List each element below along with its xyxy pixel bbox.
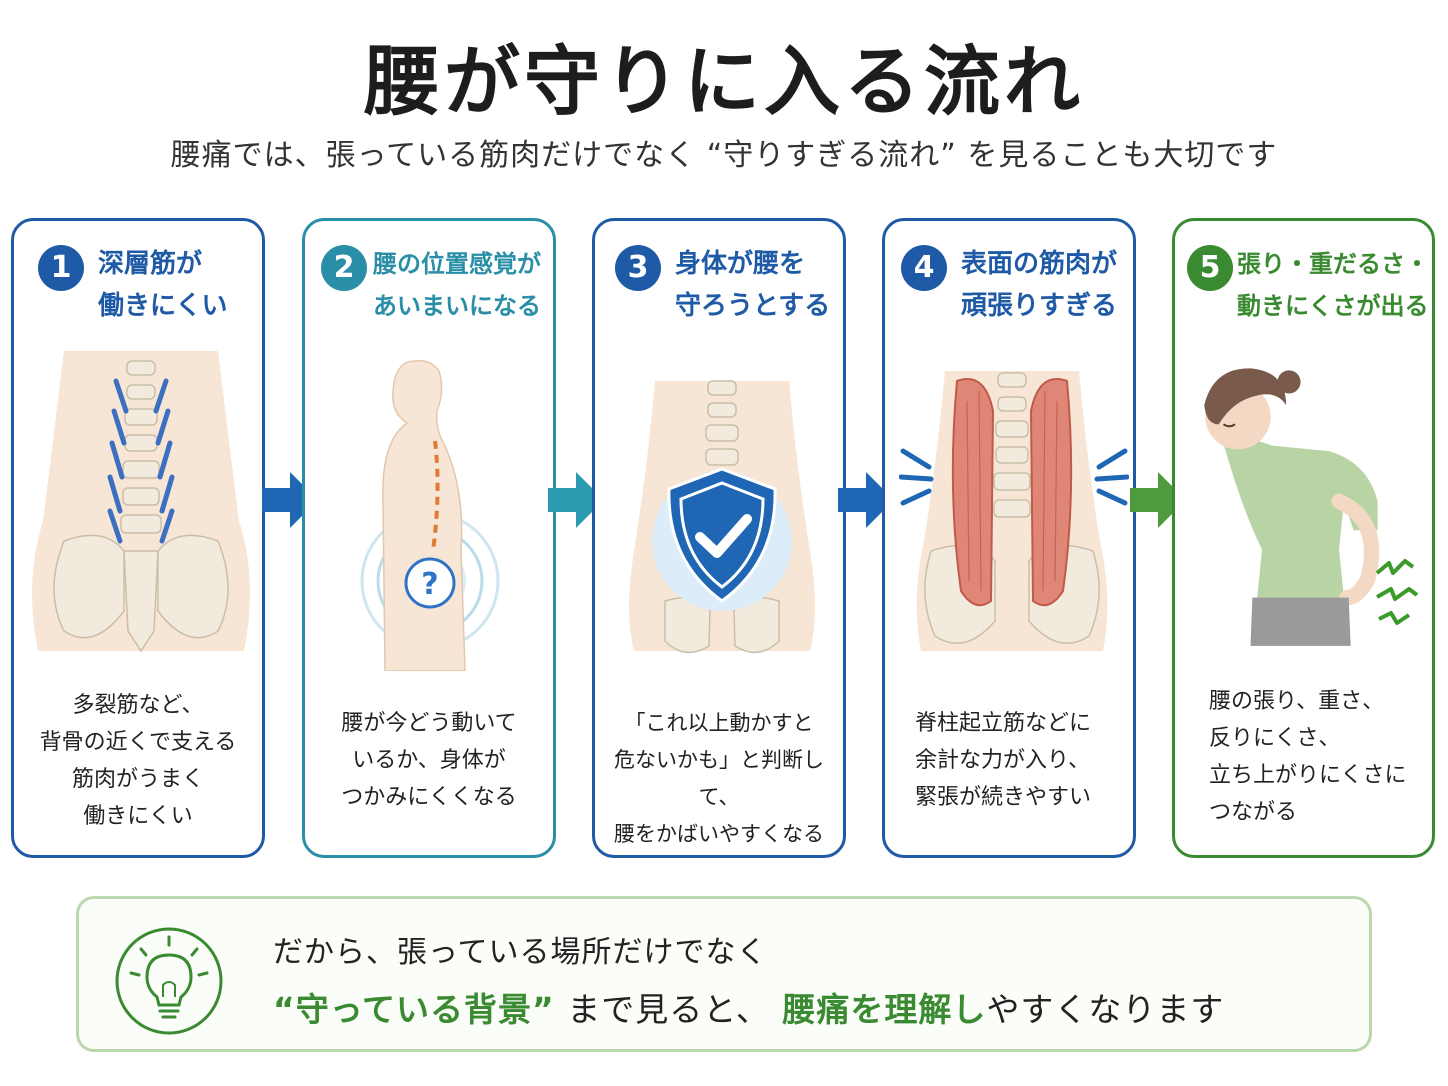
step-number-badge: 1 <box>38 245 84 291</box>
arrow-right-icon <box>548 472 604 528</box>
step-header: 3 身体が腰を 守ろうとする <box>595 243 843 333</box>
desc-line: 筋肉がうまく <box>71 767 204 792</box>
step-title-line1: 深層筋が <box>98 249 203 279</box>
takeaway-line1: だから、張っている場所だけでなく <box>273 935 768 970</box>
pain-zigzag-icon <box>1375 559 1419 625</box>
desc-line: 働きにくい <box>83 804 193 829</box>
step-number-badge: 5 <box>1187 245 1233 291</box>
desc-line: いるか、身体が <box>352 748 506 773</box>
desc-line: 緊張が続きやすい <box>915 785 1092 810</box>
step-description: 脊柱起立筋などに 余計な力が入り、 緊張が続きやすい <box>915 705 1127 816</box>
step-description: 腰が今どう動いて いるか、身体が つかみにくくなる <box>311 705 547 816</box>
spine-deep-muscles-icon <box>32 351 250 653</box>
step-header: 5 張り・重だるさ・ 動きにくさが出る <box>1175 243 1432 333</box>
step-card-1: 1 深層筋が 働きにくい 多裂筋など、 背骨の近くで支える 筋肉がうまく 働きに… <box>11 218 265 858</box>
step-title-line2: 頑張りすぎる <box>961 291 1118 321</box>
takeaway-highlight-background: “守っている背景” <box>273 990 555 1029</box>
tension-lines-icon <box>1094 448 1129 506</box>
step-card-5: 5 張り・重だるさ・ 動きにくさが出る 腰の張り、重さ、 反りにくさ、 立ち上が… <box>1172 218 1435 858</box>
step-number-badge: 4 <box>901 245 947 291</box>
page-subtitle: 腰痛では、張っている筋肉だけでなく “守りすぎる流れ” を見ることも大切です <box>170 138 1278 173</box>
takeaway-text: まで見ると、 <box>567 990 770 1029</box>
step-description: 多裂筋など、 背骨の近くで支える 筋肉がうまく 働きにくい <box>20 687 256 835</box>
step-title: 深層筋が 働きにくい <box>98 243 227 327</box>
desc-line: 脊柱起立筋などに <box>915 711 1092 736</box>
desc-line: つかみにくくなる <box>341 785 517 810</box>
arrow-right-icon <box>838 472 894 528</box>
step-title-line2: 働きにくい <box>98 291 228 321</box>
desc-line: 多裂筋など、 <box>72 693 204 718</box>
body-question-icon: ? <box>360 359 500 671</box>
tension-lines-icon <box>899 448 934 506</box>
desc-line: 危ないかも」と判断して、 <box>614 748 824 809</box>
erector-muscles-icon <box>916 371 1108 651</box>
step-title-line2: あいまいになる <box>373 292 541 320</box>
step-description: 「これ以上動かすと 危ないかも」と判断して、 腰をかばいやすくなる <box>601 705 837 853</box>
step-title-line1: 表面の筋肉が <box>961 249 1118 279</box>
desc-line: 腰が今どう動いて <box>341 711 517 736</box>
desc-line: 立ち上がりにくさに <box>1209 763 1407 788</box>
step-title: 張り・重だるさ・ 動きにくさが出る <box>1237 243 1429 327</box>
step-title-line1: 身体が腰を <box>675 249 806 279</box>
step-title: 身体が腰を 守ろうとする <box>675 243 830 327</box>
step-card-3: 3 身体が腰を 守ろうとする 「これ以上動かすと 危ないかも」と判断して、 腰を… <box>592 218 846 858</box>
takeaway-box: だから、張っている場所だけでなく “守っている背景” まで見ると、 腰痛を理解し… <box>76 896 1372 1052</box>
step-title-line2: 守ろうとする <box>675 291 831 321</box>
desc-line: 「これ以上動かすと <box>624 711 814 735</box>
step-header: 4 表面の筋肉が 頑張りすぎる <box>885 243 1133 333</box>
svg-text:?: ? <box>421 567 438 602</box>
desc-line: 腰の張り、重さ、 <box>1209 689 1385 714</box>
step-title-line2: 動きにくさが出る <box>1237 292 1429 320</box>
step-header: 2 腰の位置感覚が あいまいになる <box>305 243 553 333</box>
desc-line: 背骨の近くで支える <box>39 730 237 755</box>
desc-line: 反りにくさ、 <box>1209 726 1341 751</box>
takeaway-highlight-understand: 腰痛を理解し <box>782 990 987 1029</box>
page-title: 腰が守りに入る流れ <box>364 37 1084 126</box>
step-title-line1: 腰の位置感覚が <box>373 250 541 278</box>
step-title-line1: 張り・重だるさ・ <box>1237 250 1429 278</box>
desc-line: 腰をかばいやすくなる <box>614 822 824 846</box>
desc-line: 余計な力が入り、 <box>915 748 1091 773</box>
takeaway-line2: “守っている背景” まで見ると、 腰痛を理解しやすくなります <box>273 983 1224 1031</box>
step-description: 腰の張り、重さ、 反りにくさ、 立ち上がりにくさに つながる <box>1209 683 1426 831</box>
step-card-4: 4 表面の筋肉が 頑張りすぎる 脊柱起立筋などに 余計な <box>882 218 1136 858</box>
takeaway-text-end: やすくなります <box>986 990 1225 1029</box>
step-title: 腰の位置感覚が あいまいになる <box>373 243 541 327</box>
desc-line: つながる <box>1209 800 1298 825</box>
step-number-badge: 2 <box>321 245 367 291</box>
step-header: 1 深層筋が 働きにくい <box>14 243 262 333</box>
lightbulb-icon <box>115 927 223 1035</box>
woman-back-pain-icon <box>1204 368 1380 646</box>
shield-check-icon <box>629 380 815 654</box>
step-card-2: 2 腰の位置感覚が あいまいになる ? 腰が今どう動いて いるか、身体が つかみ… <box>302 218 556 858</box>
step-number-badge: 3 <box>615 245 661 291</box>
step-title: 表面の筋肉が 頑張りすぎる <box>961 243 1117 327</box>
